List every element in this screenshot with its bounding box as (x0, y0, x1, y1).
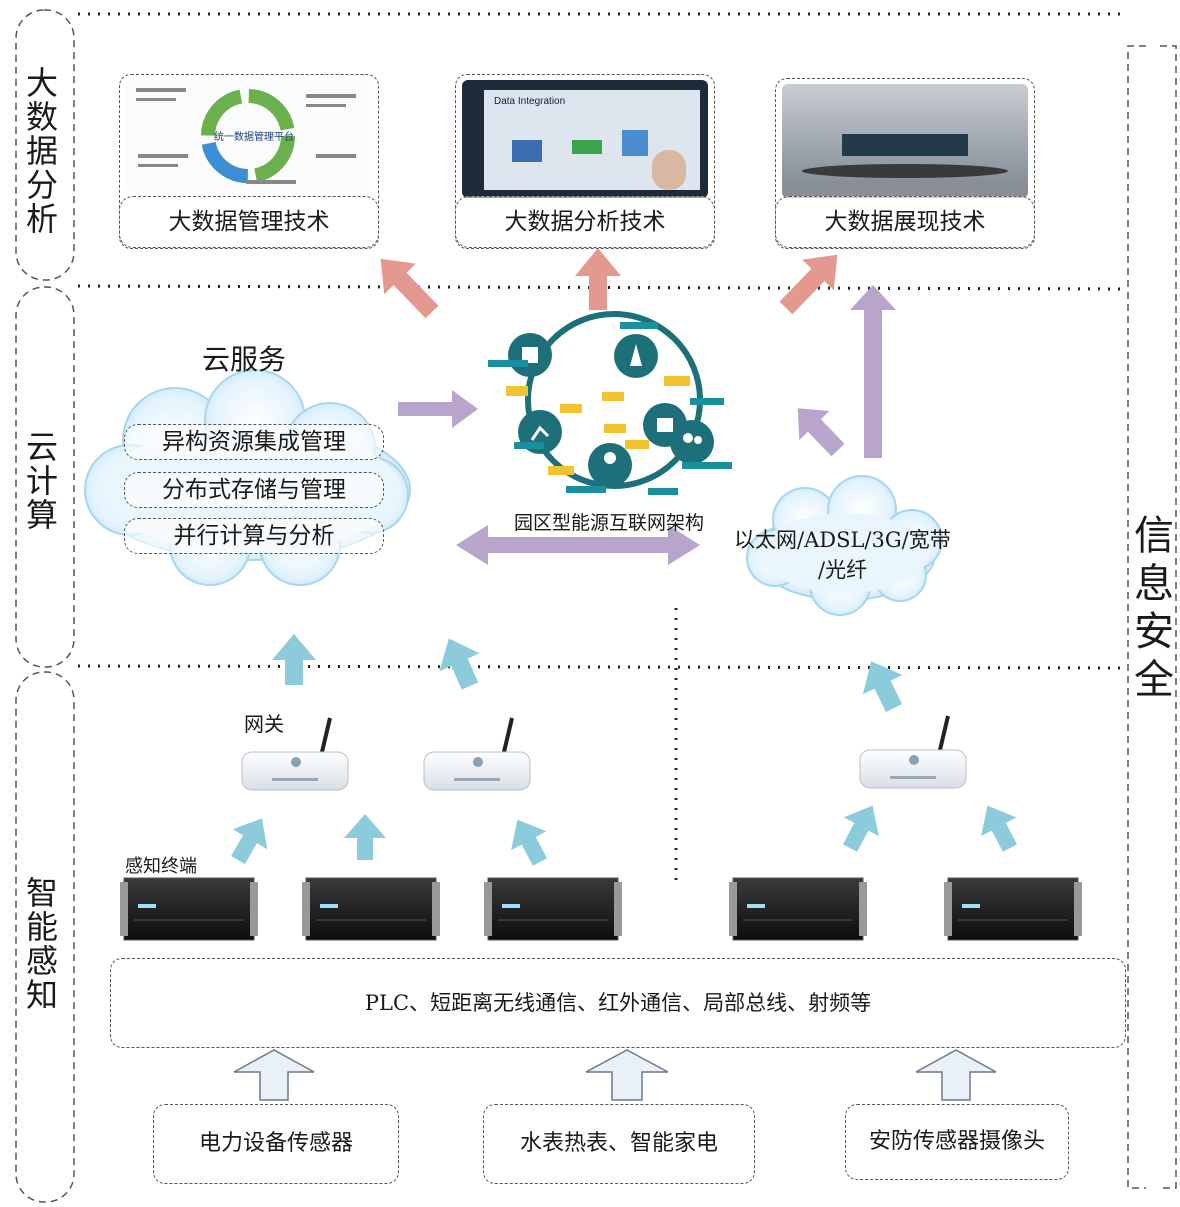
blue-arrows (231, 634, 1018, 866)
sensor-text-power: 电力设备传感器 (198, 1131, 353, 1156)
layer-text-security: 信息安全 (1134, 513, 1174, 703)
layer-capsule-cloud (15, 286, 75, 668)
network-text-line1: 以太网/ADSL/3G/宽带 (734, 528, 951, 552)
big-data-management-label-box: 大数据管理技术 (119, 196, 379, 248)
console-desk (802, 164, 1008, 178)
cloud-item-3-text: 并行计算与分析 (173, 523, 335, 549)
screen-tile-3 (622, 130, 648, 156)
platform-center-text: 统一数据管理平台 (214, 132, 294, 143)
hand-shape (652, 150, 686, 190)
management-platform-image: 统一数据管理平台 (126, 80, 372, 192)
sensor-box-meters: 水表热表、智能家电 (483, 1104, 755, 1184)
big-data-display-label: 大数据展现技术 (824, 209, 986, 235)
screen-tile-1 (512, 140, 542, 162)
big-data-management-label: 大数据管理技术 (168, 209, 330, 235)
big-data-analysis-label: 大数据分析技术 (504, 209, 666, 235)
video-wall (842, 134, 968, 156)
control-room-image (782, 84, 1028, 198)
sensor-box-security: 安防传感器摄像头 (845, 1104, 1069, 1180)
sensor-text-security: 安防传感器摄像头 (868, 1129, 1045, 1154)
cloud-item-2-text: 分布式存储与管理 (162, 477, 346, 503)
separator-cloud-sensing (77, 664, 1129, 670)
layer-text-sensing: 智能感知 (25, 874, 58, 1014)
sensor-text-meters: 水表热表、智能家电 (519, 1131, 718, 1156)
cloud-item-1: 异构资源集成管理 (124, 424, 384, 460)
floor (782, 180, 1028, 198)
protocol-text: PLC、短距离无线通信、红外通信、局部总线、射频等 (364, 991, 872, 1015)
sensing-terminals (120, 877, 1082, 941)
cloud-service-title: 云服务 (202, 343, 287, 376)
analysis-screen-title: Data Integration (494, 96, 566, 107)
energy-internet-graphic (488, 311, 732, 495)
input-arrows (233, 1049, 997, 1101)
purple-arrows (398, 285, 896, 565)
gateway-label: 网关 (244, 712, 284, 736)
big-data-display-box (775, 78, 1035, 249)
screen-tile-2 (572, 140, 602, 154)
protocol-box: PLC、短距离无线通信、红外通信、局部总线、射频等 (110, 958, 1126, 1048)
red-arrows (380, 248, 838, 319)
layer-label-cloud: 云计算 (25, 430, 65, 532)
energy-internet-caption: 园区型能源互联网架构 (514, 512, 705, 534)
big-data-management-box (119, 74, 379, 249)
sensor-box-power: 电力设备传感器 (153, 1104, 399, 1184)
cloud-item-3: 并行计算与分析 (124, 518, 384, 554)
analysis-screen-image: Data Integration (462, 80, 708, 198)
cycle-graphic (136, 88, 356, 184)
gateway-devices (241, 715, 967, 791)
layer-capsule-big-data (15, 9, 75, 281)
layer-text-big-data: 大数据分析 (25, 64, 58, 238)
layer-label-sensing: 智能感知 (25, 876, 65, 1012)
big-data-analysis-box (455, 74, 715, 249)
cloud-item-1-text: 异构资源集成管理 (162, 429, 346, 455)
layer-text-cloud: 云计算 (25, 428, 58, 534)
big-data-display-label-box: 大数据展现技术 (775, 196, 1035, 248)
big-data-analysis-label-box: 大数据分析技术 (455, 196, 715, 248)
layer-label-big-data: 大数据分析 (25, 66, 65, 236)
layer-capsule-sensing (15, 671, 75, 1203)
cloud-item-2: 分布式存储与管理 (124, 472, 384, 508)
network-text-line2: /光纤 (818, 558, 868, 582)
layer-label-security: 信息安全 (1132, 512, 1176, 704)
terminal-label: 感知终端 (125, 856, 197, 877)
